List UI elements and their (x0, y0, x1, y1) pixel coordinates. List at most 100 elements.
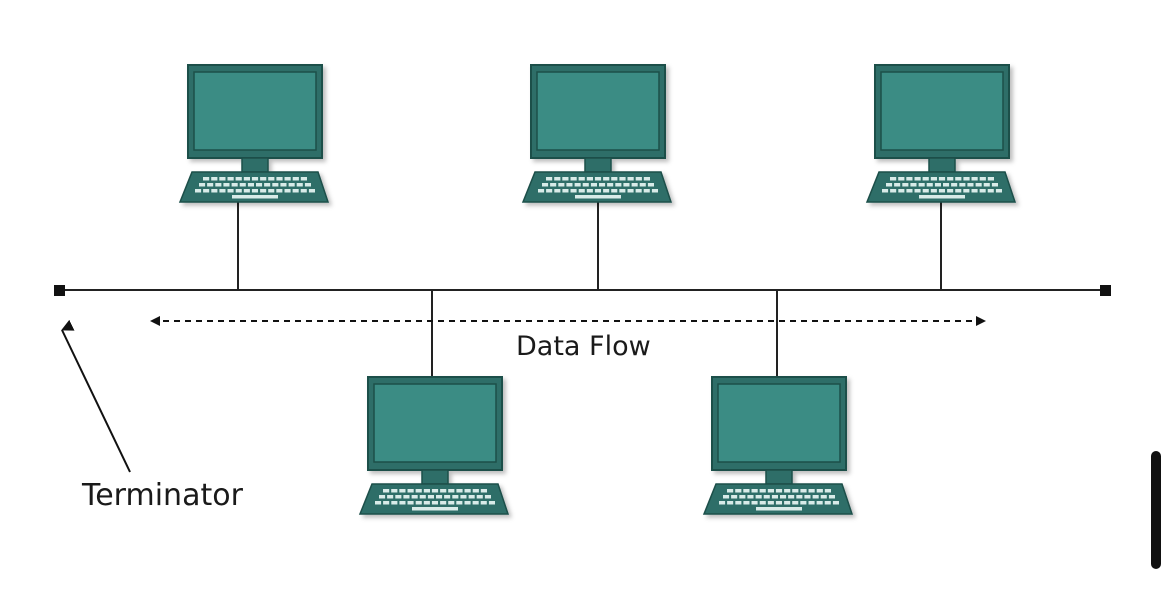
desktop-computer-icon (178, 64, 330, 203)
key (260, 189, 267, 193)
key (387, 495, 394, 499)
terminator-label: Terminator (82, 478, 243, 513)
desktop-computer-icon (521, 64, 673, 203)
key (292, 177, 299, 181)
key (300, 189, 307, 193)
key (747, 495, 754, 499)
key (812, 495, 819, 499)
key (578, 177, 585, 181)
key (955, 177, 962, 181)
space-bar (575, 195, 621, 199)
key (775, 501, 782, 505)
key (898, 177, 905, 181)
key (987, 177, 994, 181)
key (784, 501, 791, 505)
key (215, 183, 222, 187)
computer-3 (865, 64, 1017, 203)
key (456, 489, 463, 493)
key (751, 489, 758, 493)
terminator-right (1100, 285, 1111, 296)
key (268, 177, 275, 181)
key (828, 495, 835, 499)
key (594, 189, 601, 193)
monitor-stand (584, 157, 612, 173)
key (780, 495, 787, 499)
key (574, 183, 581, 187)
computer-2 (521, 64, 673, 203)
key (223, 183, 230, 187)
key (227, 189, 234, 193)
key (440, 489, 447, 493)
key (251, 177, 259, 181)
key (375, 501, 382, 505)
monitor-screen (880, 71, 1004, 151)
key (268, 189, 275, 193)
key (558, 183, 565, 187)
key (578, 189, 585, 193)
key (211, 177, 218, 181)
key (480, 501, 487, 505)
key (631, 183, 638, 187)
key (743, 501, 750, 505)
key (930, 189, 937, 193)
key (207, 183, 214, 187)
key (582, 183, 589, 187)
key (719, 501, 726, 505)
key (930, 177, 937, 181)
key (784, 489, 791, 493)
key (643, 177, 650, 181)
key (239, 183, 246, 187)
key (476, 495, 483, 499)
space-bar (232, 195, 278, 199)
desktop-computer-icon (358, 376, 510, 515)
key (276, 189, 283, 193)
key (890, 189, 897, 193)
key (407, 501, 414, 505)
key (468, 495, 475, 499)
key (967, 183, 974, 187)
monitor-stand (421, 469, 449, 485)
key (627, 189, 634, 193)
key (472, 501, 479, 505)
key (586, 177, 593, 181)
key (611, 189, 618, 193)
key (647, 183, 654, 187)
key (603, 177, 610, 181)
key (890, 177, 897, 181)
key (910, 183, 917, 187)
key (554, 189, 561, 193)
key (542, 183, 549, 187)
key (195, 189, 202, 193)
key (735, 489, 742, 493)
key (304, 183, 311, 187)
key (906, 177, 913, 181)
key (235, 189, 242, 193)
key (452, 495, 459, 499)
key (651, 189, 658, 193)
key (800, 489, 807, 493)
key (411, 495, 418, 499)
key (586, 189, 593, 193)
key (235, 177, 242, 181)
monitor-screen (717, 383, 841, 463)
key (767, 489, 774, 493)
key (448, 489, 455, 493)
vertical-scrollbar[interactable] (1151, 451, 1161, 569)
data-flow-label: Data Flow (516, 331, 651, 362)
key (727, 489, 734, 493)
key (300, 177, 307, 181)
key (399, 489, 406, 493)
key (219, 189, 226, 193)
key (902, 183, 909, 187)
key (296, 183, 303, 187)
key (832, 501, 839, 505)
key (727, 501, 734, 505)
key (739, 495, 746, 499)
key (284, 189, 291, 193)
key (243, 189, 250, 193)
key (623, 183, 630, 187)
key (570, 177, 577, 181)
key (947, 177, 954, 181)
key (391, 501, 398, 505)
